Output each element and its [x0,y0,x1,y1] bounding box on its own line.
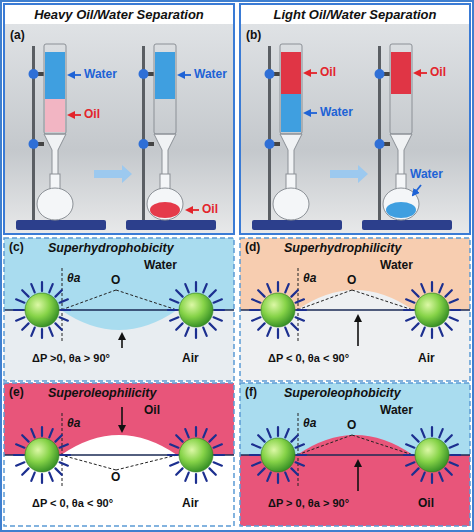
panel-title: Superhydrophobicity [48,241,174,255]
photo-light-oil [240,24,470,234]
liquid-label: Water [320,106,353,120]
figure-panel: Heavy Oil/Water Separation (a) [4,4,234,234]
photo-heavy-oil [4,24,234,234]
medium-label: Air [418,352,435,366]
panel-title: Superhydrophilicity [284,241,401,255]
pressure-condition: ΔP > 0, θa > 90° [268,497,349,510]
liquid-label: Water [194,68,227,82]
leader-arrows [69,73,427,210]
panel-letter: (c) [9,241,24,255]
liquid-label: Oil [202,203,218,217]
contact-angle-label: θa [67,272,80,286]
wetting-panel-d [240,238,470,381]
medium-label: Water [380,259,413,273]
medium-label: Water [144,259,177,273]
liquid-label: Oil [84,108,100,122]
liquid-label: Water [410,168,443,182]
panel-title: Light Oil/Water Separation [273,8,436,23]
figure-panel: Light Oil/Water Separation (b) [240,4,470,234]
panel-letter: (b) [246,29,261,43]
panel-title: Heavy Oil/Water Separation [34,8,204,23]
medium-label: Oil [418,497,434,511]
panel-letter: (a) [10,29,25,43]
center-label: O [347,274,356,288]
panel-letter: (e) [9,386,24,400]
panel-letter: (f) [245,386,257,400]
contact-angle-label: θa [303,417,316,431]
center-label: O [347,419,356,433]
center-label: O [111,274,120,288]
liquid-label: Oil [320,66,336,80]
liquid-label: Oil [430,66,446,80]
panel-letter: (d) [245,241,260,255]
wetting-panel-f [240,383,470,526]
wetting-panel-c [4,238,234,381]
wetting-panel-e [4,383,234,526]
medium-label: Air [182,497,199,511]
pressure-condition: ΔP < 0, θa < 90° [268,352,349,365]
panel-title: Superoleophobicity [284,386,401,400]
center-label: O [111,471,120,485]
pressure-condition: ΔP >0, θa > 90° [32,352,110,365]
contact-angle-label: θa [303,272,316,286]
medium-label: Air [182,352,199,366]
contact-angle-label: θa [67,417,80,431]
medium-label: Water [380,404,413,418]
pressure-condition: ΔP < 0, θa < 90° [32,497,113,510]
panel-title: Superoleophilicity [48,386,156,400]
medium-label: Oil [144,404,160,418]
liquid-label: Water [84,68,117,82]
